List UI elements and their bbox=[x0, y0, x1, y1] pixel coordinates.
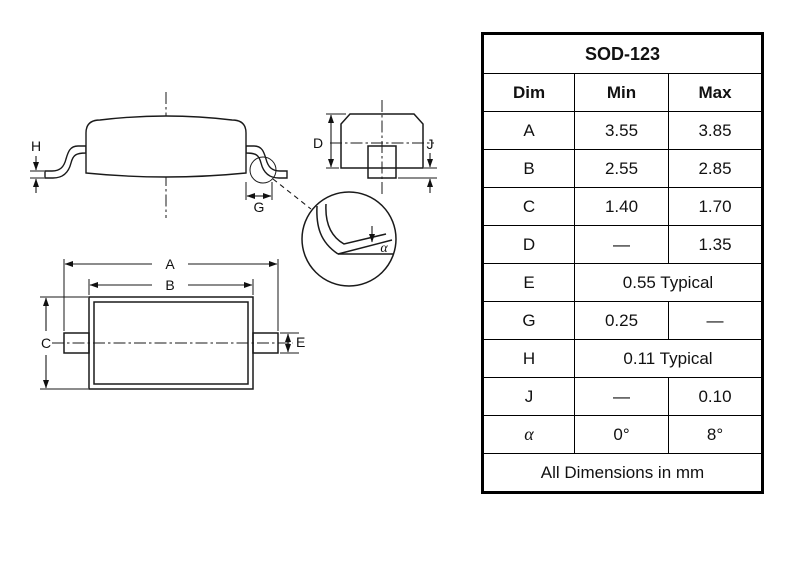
typical-cell: 0.55 Typical bbox=[574, 263, 763, 302]
top-view: A B C E bbox=[40, 256, 305, 390]
max-cell: — bbox=[668, 301, 763, 340]
max-cell: 8° bbox=[668, 415, 763, 454]
max-cell: 0.10 bbox=[668, 377, 763, 416]
max-cell: 1.70 bbox=[668, 187, 763, 226]
table-row: H 0.11 Typical bbox=[482, 339, 763, 378]
min-cell: 0° bbox=[574, 415, 669, 454]
package-body-end bbox=[340, 113, 424, 169]
table-row: B 2.55 2.85 bbox=[482, 149, 763, 188]
header-min: Min bbox=[574, 73, 669, 112]
lead-tab-end bbox=[367, 145, 397, 179]
detail-callout-circle bbox=[249, 156, 277, 184]
end-view: D J bbox=[313, 100, 437, 197]
table-row: C 1.40 1.70 bbox=[482, 187, 763, 226]
dim-cell: C bbox=[482, 187, 575, 226]
dim-label-d: D bbox=[313, 135, 323, 151]
dimension-table: SOD-123 Dim Min Max A 3.55 3.85 B 2.55 2… bbox=[481, 32, 764, 494]
lead-foot-line bbox=[337, 239, 393, 255]
dim-label-h: H bbox=[31, 138, 41, 154]
side-view: H G bbox=[30, 92, 312, 218]
left-lead bbox=[44, 145, 87, 179]
package-body-side bbox=[85, 115, 247, 178]
dim-cell: G bbox=[482, 301, 575, 340]
min-cell: 0.25 bbox=[574, 301, 669, 340]
dim-label-b: B bbox=[165, 277, 174, 293]
max-cell: 3.85 bbox=[668, 111, 763, 150]
min-cell: 2.55 bbox=[574, 149, 669, 188]
table-row: E 0.55 Typical bbox=[482, 263, 763, 302]
table-row: D — 1.35 bbox=[482, 225, 763, 264]
header-dim: Dim bbox=[482, 73, 575, 112]
dim-label-alpha: α bbox=[380, 241, 388, 256]
dim-label-e: E bbox=[296, 334, 305, 350]
max-cell: 2.85 bbox=[668, 149, 763, 188]
lead-bend-detail: α bbox=[301, 191, 397, 287]
dim-label-c: C bbox=[41, 335, 51, 351]
detail-leader-line bbox=[272, 178, 312, 210]
right-lead bbox=[245, 145, 288, 179]
dim-cell: A bbox=[482, 111, 575, 150]
dim-cell: J bbox=[482, 377, 575, 416]
dim-cell: E bbox=[482, 263, 575, 302]
table-title-row: SOD-123 bbox=[482, 33, 763, 74]
right-lead-top bbox=[252, 332, 279, 354]
table-footer: All Dimensions in mm bbox=[482, 453, 763, 493]
lead-inner-curve bbox=[325, 203, 387, 245]
table-row: A 3.55 3.85 bbox=[482, 111, 763, 150]
left-lead-top bbox=[63, 332, 90, 354]
table-row: α 0° 8° bbox=[482, 415, 763, 454]
package-drawing: H G D J bbox=[30, 92, 437, 390]
table-row: J — 0.10 bbox=[482, 377, 763, 416]
dim-cell: H bbox=[482, 339, 575, 378]
min-cell: — bbox=[574, 377, 669, 416]
min-cell: — bbox=[574, 225, 669, 264]
max-cell: 1.35 bbox=[668, 225, 763, 264]
min-cell: 1.40 bbox=[574, 187, 669, 226]
table-title: SOD-123 bbox=[482, 33, 763, 74]
table-header-row: Dim Min Max bbox=[482, 73, 763, 112]
dim-label-g: G bbox=[254, 199, 265, 215]
package-body-top-inner bbox=[93, 301, 249, 385]
min-cell: 3.55 bbox=[574, 111, 669, 150]
dim-cell: D bbox=[482, 225, 575, 264]
typical-cell: 0.11 Typical bbox=[574, 339, 763, 378]
dim-cell: α bbox=[482, 415, 575, 454]
table-row: G 0.25 — bbox=[482, 301, 763, 340]
detail-circle bbox=[301, 191, 397, 287]
dim-label-j: J bbox=[427, 136, 434, 152]
lead-outer-curve bbox=[316, 205, 339, 255]
header-max: Max bbox=[668, 73, 763, 112]
dim-cell: B bbox=[482, 149, 575, 188]
dim-label-a: A bbox=[165, 256, 175, 272]
table-footer-row: All Dimensions in mm bbox=[482, 453, 763, 493]
